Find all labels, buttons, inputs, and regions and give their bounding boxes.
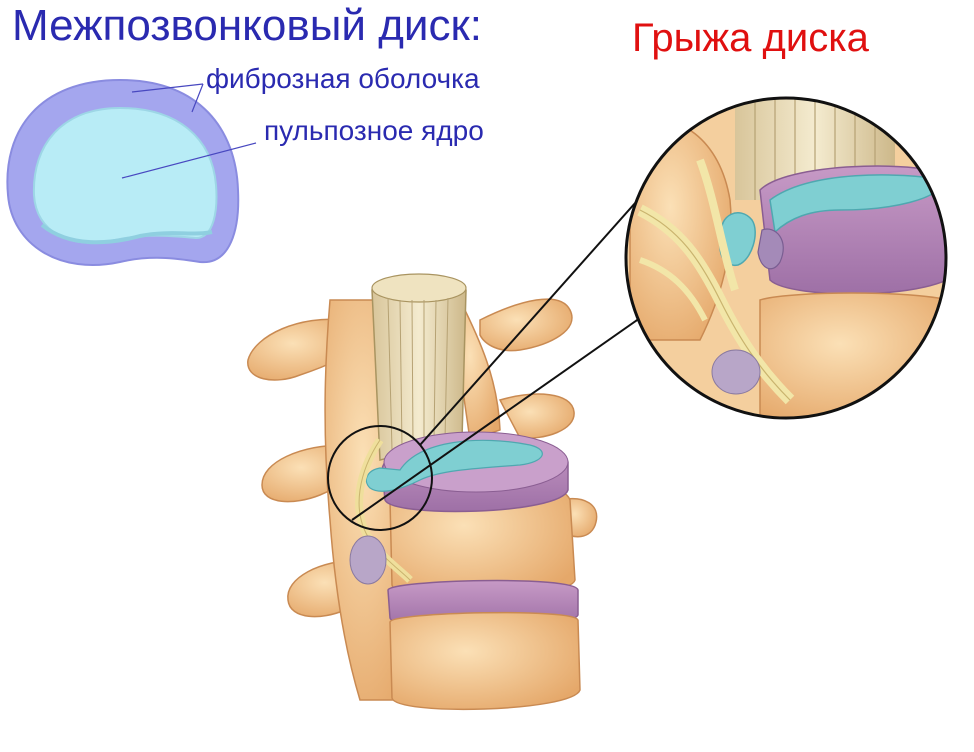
herniation-highlight-circle [327,425,433,531]
vertebral-body-lower [389,611,581,711]
herniation-title: Грыжа диска [632,16,869,60]
nucleus-shadow [40,223,213,245]
disc-cross-section [6,78,257,267]
spinal-cord-top [371,273,467,303]
fibrous-annulus-label: фиброзная оболочка [206,63,480,94]
spine-illustration [247,273,598,711]
ganglion [349,535,387,585]
nucleus-leader-line [121,142,257,179]
fibrous-leader-line-2 [191,83,204,113]
transverse-process [498,393,575,439]
disc-title: Межпозвонковый диск: [12,1,482,50]
magnified-herniation-inset [624,96,948,420]
zoom-line-upper [419,201,637,446]
nucleus-pulposus-label: пульпозное ядро [264,115,484,146]
fibrous-leader-line-1 [131,83,204,93]
zoom-line-lower [351,317,641,521]
